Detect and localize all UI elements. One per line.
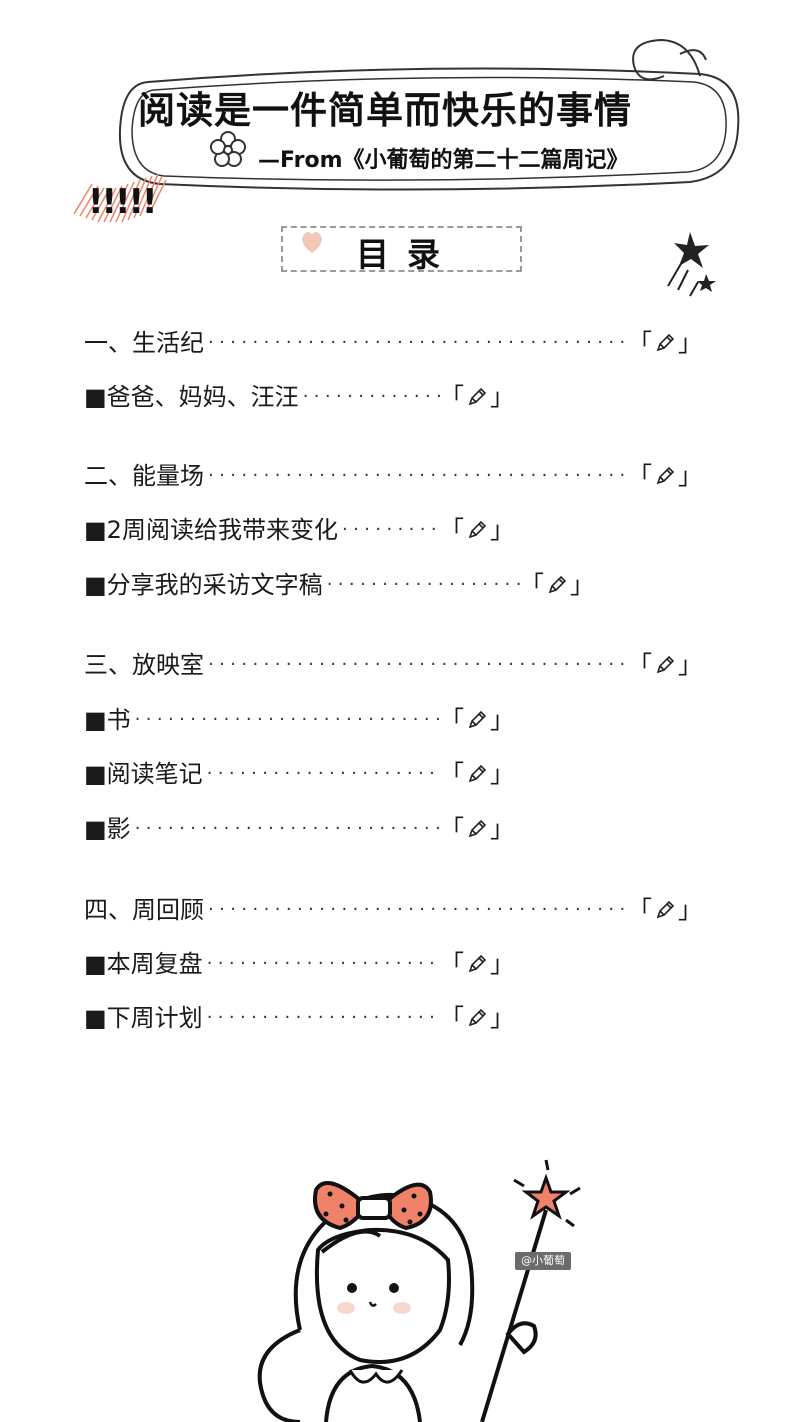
- toc-section-row[interactable]: 三、放映室 ··································…: [84, 648, 702, 682]
- toc-item-row[interactable]: ■书 ·····································…: [84, 703, 514, 737]
- toc-page-mark: 「」: [440, 1004, 514, 1032]
- toc-leader-dots: ········································…: [206, 1007, 440, 1028]
- frame-inner: [131, 76, 727, 181]
- pencil-icon: [656, 655, 675, 674]
- page-title: 阅读是一件简单而快乐的事情: [138, 89, 632, 132]
- star-icon: [674, 232, 716, 292]
- toc-leader-dots: ········································…: [206, 953, 440, 974]
- right-cheek: [393, 1302, 411, 1314]
- toc-heading-box: [281, 226, 522, 272]
- hatch-stripes: [73, 173, 167, 223]
- toc-leader-dots: ········································…: [208, 465, 628, 486]
- toc-item-label: ■下周计划: [84, 1004, 203, 1032]
- swirl-tail-icon: [679, 49, 707, 61]
- toc-item-row[interactable]: ■下周计划 ··································…: [84, 1001, 514, 1035]
- face: [314, 1227, 451, 1364]
- pencil-icon: [468, 710, 487, 729]
- toc-item-row[interactable]: ■影 ·····································…: [84, 812, 514, 846]
- toc-page-mark: 「」: [628, 896, 702, 924]
- toc-leader-dots: ········································…: [206, 763, 440, 784]
- toc-leader-dots: ········································…: [302, 386, 440, 407]
- body: [324, 1363, 422, 1422]
- toc-leader-dots: ········································…: [326, 574, 520, 595]
- pencil-icon: [468, 1008, 487, 1027]
- toc-item-label: ■爸爸、妈妈、汪汪: [84, 383, 299, 411]
- right-eye: [389, 1283, 399, 1293]
- pencil-icon: [656, 333, 675, 352]
- toc-item-label: ■阅读笔记: [84, 760, 203, 788]
- watermark-tag: @小葡萄: [515, 1252, 571, 1270]
- magic-wand-icon: [480, 1159, 581, 1422]
- toc-section-label: 一、生活纪: [84, 329, 204, 357]
- toc-item-label: ■本周复盘: [84, 950, 203, 978]
- exclaim-text: !!!!!: [88, 182, 158, 222]
- toc-section-row[interactable]: 一、生活纪 ··································…: [84, 326, 702, 360]
- pencil-icon: [468, 387, 487, 406]
- pencil-icon: [468, 764, 487, 783]
- toc-page-mark: 「」: [440, 950, 514, 978]
- toc-section-label: 四、周回顾: [84, 896, 204, 924]
- toc-page-mark: 「」: [440, 760, 514, 788]
- toc-item-label: ■影: [84, 815, 131, 843]
- toc-page-mark: 「」: [440, 383, 514, 411]
- toc-heading: 目录: [356, 235, 458, 274]
- toc-leader-dots: ········································…: [134, 818, 440, 839]
- heart-icon: [302, 232, 322, 254]
- pencil-icon: [468, 954, 487, 973]
- toc-item-label: ■分享我的采访文字稿: [84, 571, 323, 599]
- toc-leader-dots: ········································…: [208, 899, 628, 920]
- toc-leader-dots: ········································…: [134, 709, 440, 730]
- hair-left-curl: [257, 1328, 301, 1422]
- toc-page-mark: 「」: [628, 462, 702, 490]
- toc-page-mark: 「」: [440, 516, 514, 544]
- toc-page-mark: 「」: [520, 571, 594, 599]
- collar: [348, 1369, 404, 1384]
- flower-icon: [210, 131, 246, 167]
- toc-item-row[interactable]: ■2周阅读给我带来变化 ····························…: [84, 513, 514, 547]
- toc-item-label: ■2周阅读给我带来变化: [84, 516, 338, 544]
- toc-page-mark: 「」: [440, 706, 514, 734]
- toc-section-label: 三、放映室: [84, 651, 204, 679]
- toc-leader-dots: ········································…: [208, 332, 628, 353]
- pencil-icon: [656, 900, 675, 919]
- frame-outer: [118, 67, 740, 191]
- pencil-icon: [468, 520, 487, 539]
- toc-item-row[interactable]: ■爸爸、妈妈、汪汪 ······························…: [84, 380, 514, 414]
- toc-section-label: 二、能量场: [84, 462, 204, 490]
- girl-illustration: [257, 1159, 581, 1422]
- pencil-icon: [468, 819, 487, 838]
- toc-leader-dots: ········································…: [341, 519, 440, 540]
- toc-item-row[interactable]: ■分享我的采访文字稿 ·····························…: [84, 568, 594, 602]
- left-eye: [347, 1283, 357, 1293]
- pencil-icon: [548, 575, 567, 594]
- toc-page-mark: 「」: [628, 329, 702, 357]
- page-subtitle: —From《小葡萄的第二十二篇周记》: [258, 148, 629, 173]
- swirl-icon: [632, 38, 701, 81]
- toc-section-row[interactable]: 四、周回顾 ··································…: [84, 893, 702, 927]
- toc-page-mark: 「」: [628, 651, 702, 679]
- sparkle-lines: [667, 261, 699, 297]
- toc-section-row[interactable]: 二、能量场 ··································…: [84, 459, 702, 493]
- toc-item-row[interactable]: ■阅读笔记 ··································…: [84, 757, 514, 791]
- bow-icon: [313, 1180, 433, 1231]
- nose: [368, 1301, 377, 1307]
- pencil-icon: [656, 466, 675, 485]
- left-cheek: [337, 1302, 355, 1314]
- bangs: [320, 1229, 382, 1254]
- toc-item-label: ■书: [84, 706, 131, 734]
- toc-page-mark: 「」: [440, 815, 514, 843]
- header-decoration: [73, 38, 740, 297]
- toc-item-row[interactable]: ■本周复盘 ··································…: [84, 947, 514, 981]
- toc-leader-dots: ········································…: [208, 654, 628, 675]
